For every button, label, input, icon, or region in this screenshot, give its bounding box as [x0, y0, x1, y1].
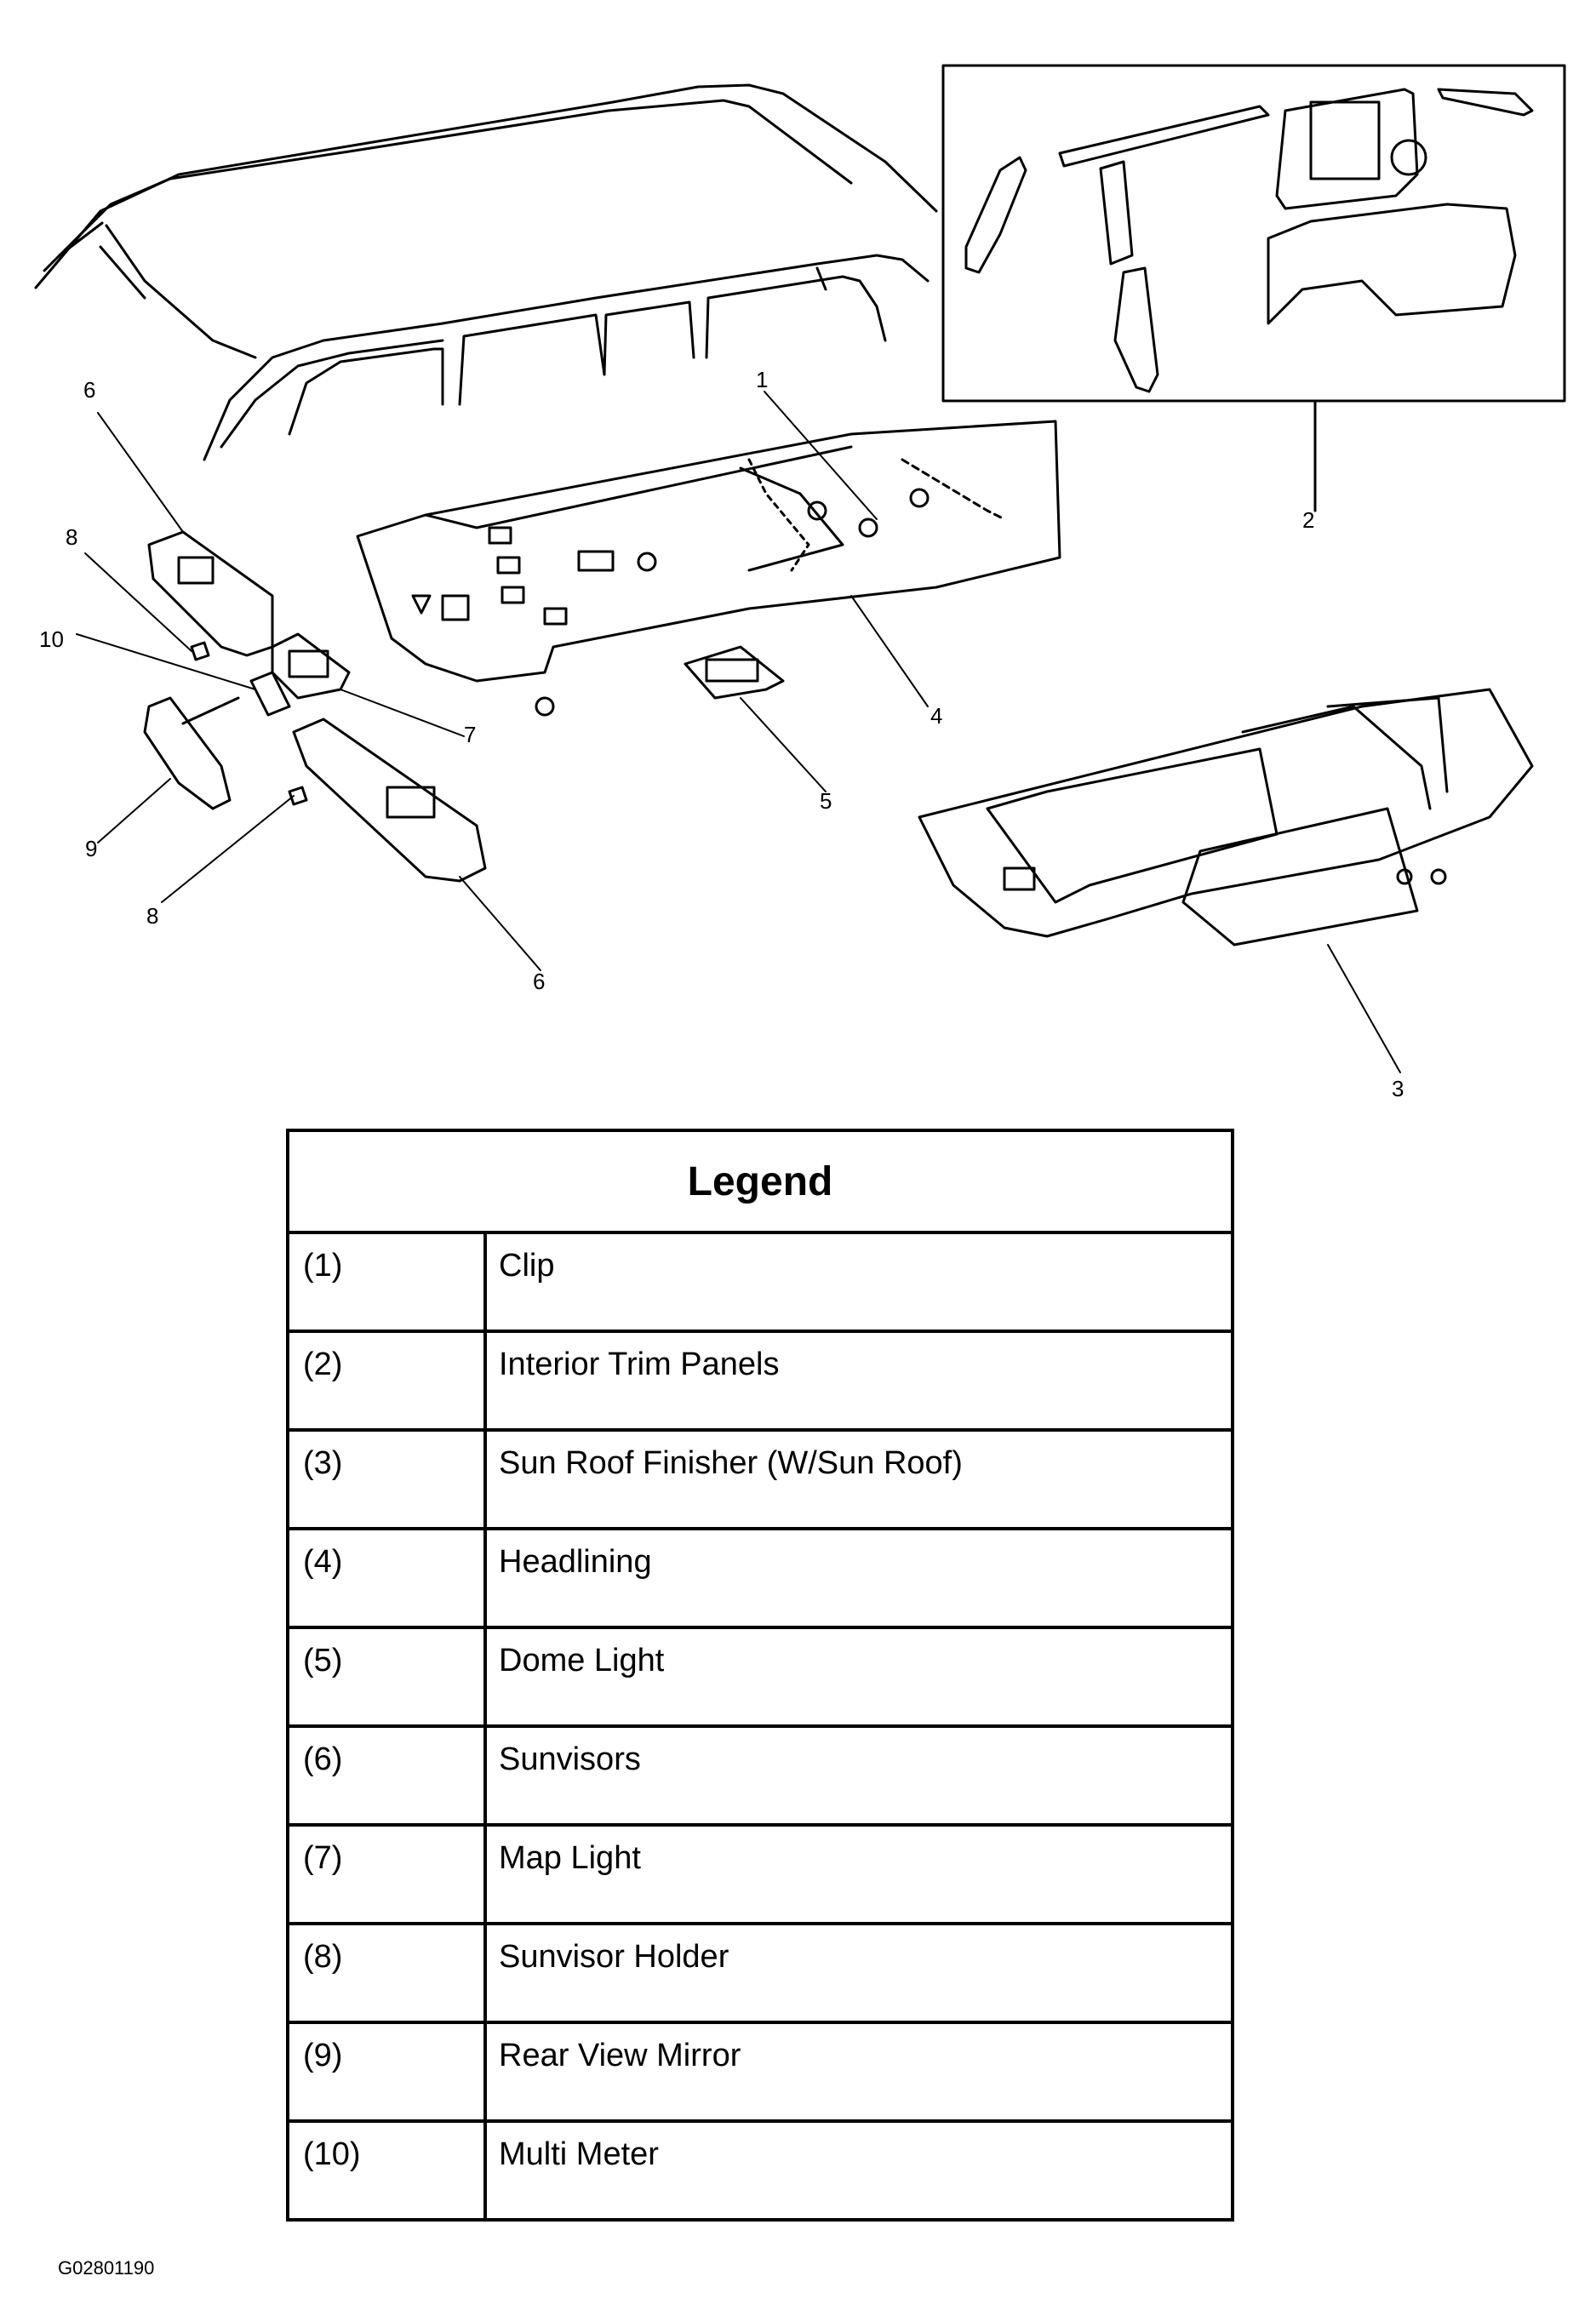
callout-10: 10 — [39, 626, 64, 652]
legend-row: (5) Dome Light — [289, 1629, 1231, 1728]
legend-row: (6) Sunvisors — [289, 1728, 1231, 1827]
legend-description: Multi Meter — [499, 2136, 659, 2172]
legend-row: (2) Interior Trim Panels — [289, 1333, 1231, 1432]
legend-number: (6) — [289, 1728, 487, 1823]
legend-table: Legend (1) Clip (2) Interior Trim Panels… — [286, 1129, 1234, 2222]
callout-6-upper: 6 — [83, 377, 95, 403]
legend-row: (1) Clip — [289, 1234, 1231, 1333]
legend-number: (9) — [289, 2024, 487, 2119]
legend-description: Rear View Mirror — [499, 2038, 741, 2073]
headlining-part — [356, 420, 1061, 717]
legend-description: Interior Trim Panels — [499, 1347, 780, 1382]
legend-description: Headlining — [499, 1544, 652, 1580]
map-light-part — [271, 632, 351, 700]
legend-title: Legend — [289, 1132, 1231, 1234]
callout-8-lower: 8 — [146, 903, 158, 929]
legend-row: (8) Sunvisor Holder — [289, 1925, 1231, 2024]
callout-1: 1 — [756, 367, 768, 392]
exploded-parts-diagram: 1 2 3 4 5 6 6 7 8 8 9 10 — [0, 0, 1596, 1107]
dome-light-part — [684, 645, 785, 700]
vehicle-roof-outline — [34, 83, 938, 461]
leader-lines — [76, 391, 1401, 1073]
legend-number: (4) — [289, 1530, 487, 1626]
sunvisor-holder-parts — [190, 641, 308, 806]
sunvisor-lower-part — [292, 718, 487, 883]
callout-3: 3 — [1392, 1076, 1404, 1101]
multi-meter-part — [249, 671, 291, 717]
figure-id: G02801190 — [58, 2257, 155, 2279]
legend-row: (4) Headlining — [289, 1530, 1231, 1629]
legend-description: Sun Roof Finisher (W/Sun Roof) — [499, 1445, 963, 1481]
legend-number: (7) — [289, 1827, 487, 1922]
legend-row: (10) Multi Meter — [289, 2123, 1231, 2218]
interior-trim-panels-inset — [941, 64, 1566, 512]
legend-description: Dome Light — [499, 1643, 665, 1678]
legend-row: (9) Rear View Mirror — [289, 2024, 1231, 2123]
callout-9: 9 — [85, 836, 97, 861]
callout-8-upper: 8 — [66, 524, 77, 550]
sun-roof-headlining-part — [918, 688, 1534, 946]
legend-number: (1) — [289, 1234, 487, 1330]
legend-number: (8) — [289, 1925, 487, 2021]
legend-description: Clip — [499, 1248, 555, 1284]
legend-number: (5) — [289, 1629, 487, 1724]
callout-5: 5 — [820, 788, 832, 814]
callout-6-lower: 6 — [533, 969, 545, 994]
legend-number: (10) — [289, 2123, 487, 2218]
legend-number: (2) — [289, 1333, 487, 1428]
legend-description: Sunvisor Holder — [499, 1939, 729, 1975]
sunvisor-upper-part — [147, 530, 274, 657]
callout-2: 2 — [1302, 507, 1314, 533]
legend-row: (3) Sun Roof Finisher (W/Sun Roof) — [289, 1432, 1231, 1530]
headlining-diagram-svg: 1 2 3 4 5 6 6 7 8 8 9 10 — [34, 64, 1566, 1101]
rear-view-mirror-part — [143, 696, 240, 810]
legend-description: Sunvisors — [499, 1741, 641, 1777]
legend-row: (7) Map Light — [289, 1827, 1231, 1925]
legend-number: (3) — [289, 1432, 487, 1527]
callout-4: 4 — [930, 703, 942, 729]
callout-7: 7 — [464, 722, 476, 747]
legend-description: Map Light — [499, 1840, 641, 1876]
